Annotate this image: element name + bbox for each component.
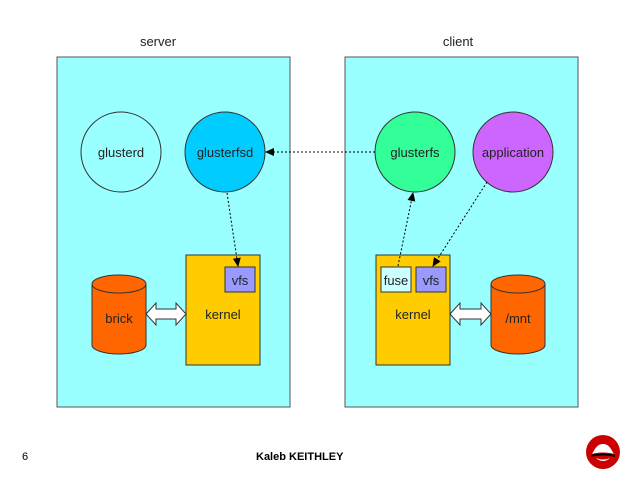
server-kernel-label: kernel (205, 307, 241, 322)
client-vfs-box (415, 266, 447, 293)
glusterfsd-label: glusterfsd (197, 145, 253, 160)
client-kernel-label: kernel (395, 307, 431, 322)
glusterd-label: glusterd (98, 145, 144, 160)
redhat-shadowman-icon (586, 435, 620, 469)
brick-storage (91, 274, 147, 355)
client-fuse-box (380, 266, 412, 293)
page-number: 6 (22, 451, 29, 463)
author-name: Kaleb KEITHLEY (256, 451, 344, 463)
glusterd-node (80, 111, 162, 193)
application-to-vfs-arrow (432, 181, 488, 267)
glusterfsd-to-vfs-arrow (226, 192, 241, 267)
application-node (472, 111, 554, 193)
server-vfs-label: vfs (232, 273, 249, 288)
client-vfs-label: vfs (423, 273, 440, 288)
brick-label: brick (105, 311, 133, 326)
fuse-to-glusterfs-arrow (397, 192, 416, 267)
brick-kernel-double-arrow (145, 301, 187, 327)
application-label: application (482, 145, 544, 160)
client-fuse-label: fuse (384, 273, 409, 288)
kernel-mnt-double-arrow (449, 301, 492, 327)
client-title: client (443, 34, 474, 49)
glusterfs-label: glusterfs (390, 145, 440, 160)
mnt-label: /mnt (505, 311, 531, 326)
server-vfs-box (224, 266, 256, 293)
server-title: server (140, 34, 177, 49)
mnt-storage (490, 274, 546, 355)
